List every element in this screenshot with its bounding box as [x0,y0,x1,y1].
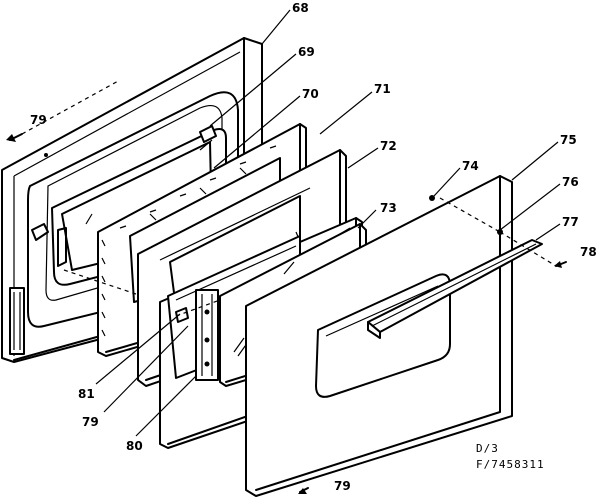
callout-77: 77 [562,215,579,229]
callout-75: 75 [560,133,577,147]
drawing-code-line-1: D/3 [476,442,499,455]
callout-81: 81 [78,387,95,401]
callout-79-top: 79 [30,113,47,127]
callout-70: 70 [302,87,319,101]
callout-74: 74 [462,159,479,173]
callout-78: 78 [580,245,597,259]
callout-79-middle: 79 [82,415,99,429]
callout-79-bottom: 79 [334,479,351,493]
callout-76: 76 [562,175,579,189]
callout-73: 73 [380,201,397,215]
callout-69: 69 [298,45,315,59]
alignment-lines [21,79,557,317]
drawing-reference: D/3 F/7458311 [476,442,545,471]
drawing-code-line-2: F/7458311 [476,458,545,471]
callout-72: 72 [380,139,397,153]
callout-68: 68 [292,1,309,15]
leader-lines [95,9,561,437]
callout-labels: 68 69 70 71 72 73 74 75 76 77 78 79 79 7… [30,1,597,493]
callout-71: 71 [374,82,391,96]
part-77-handle [367,239,543,339]
callout-80: 80 [126,439,143,453]
